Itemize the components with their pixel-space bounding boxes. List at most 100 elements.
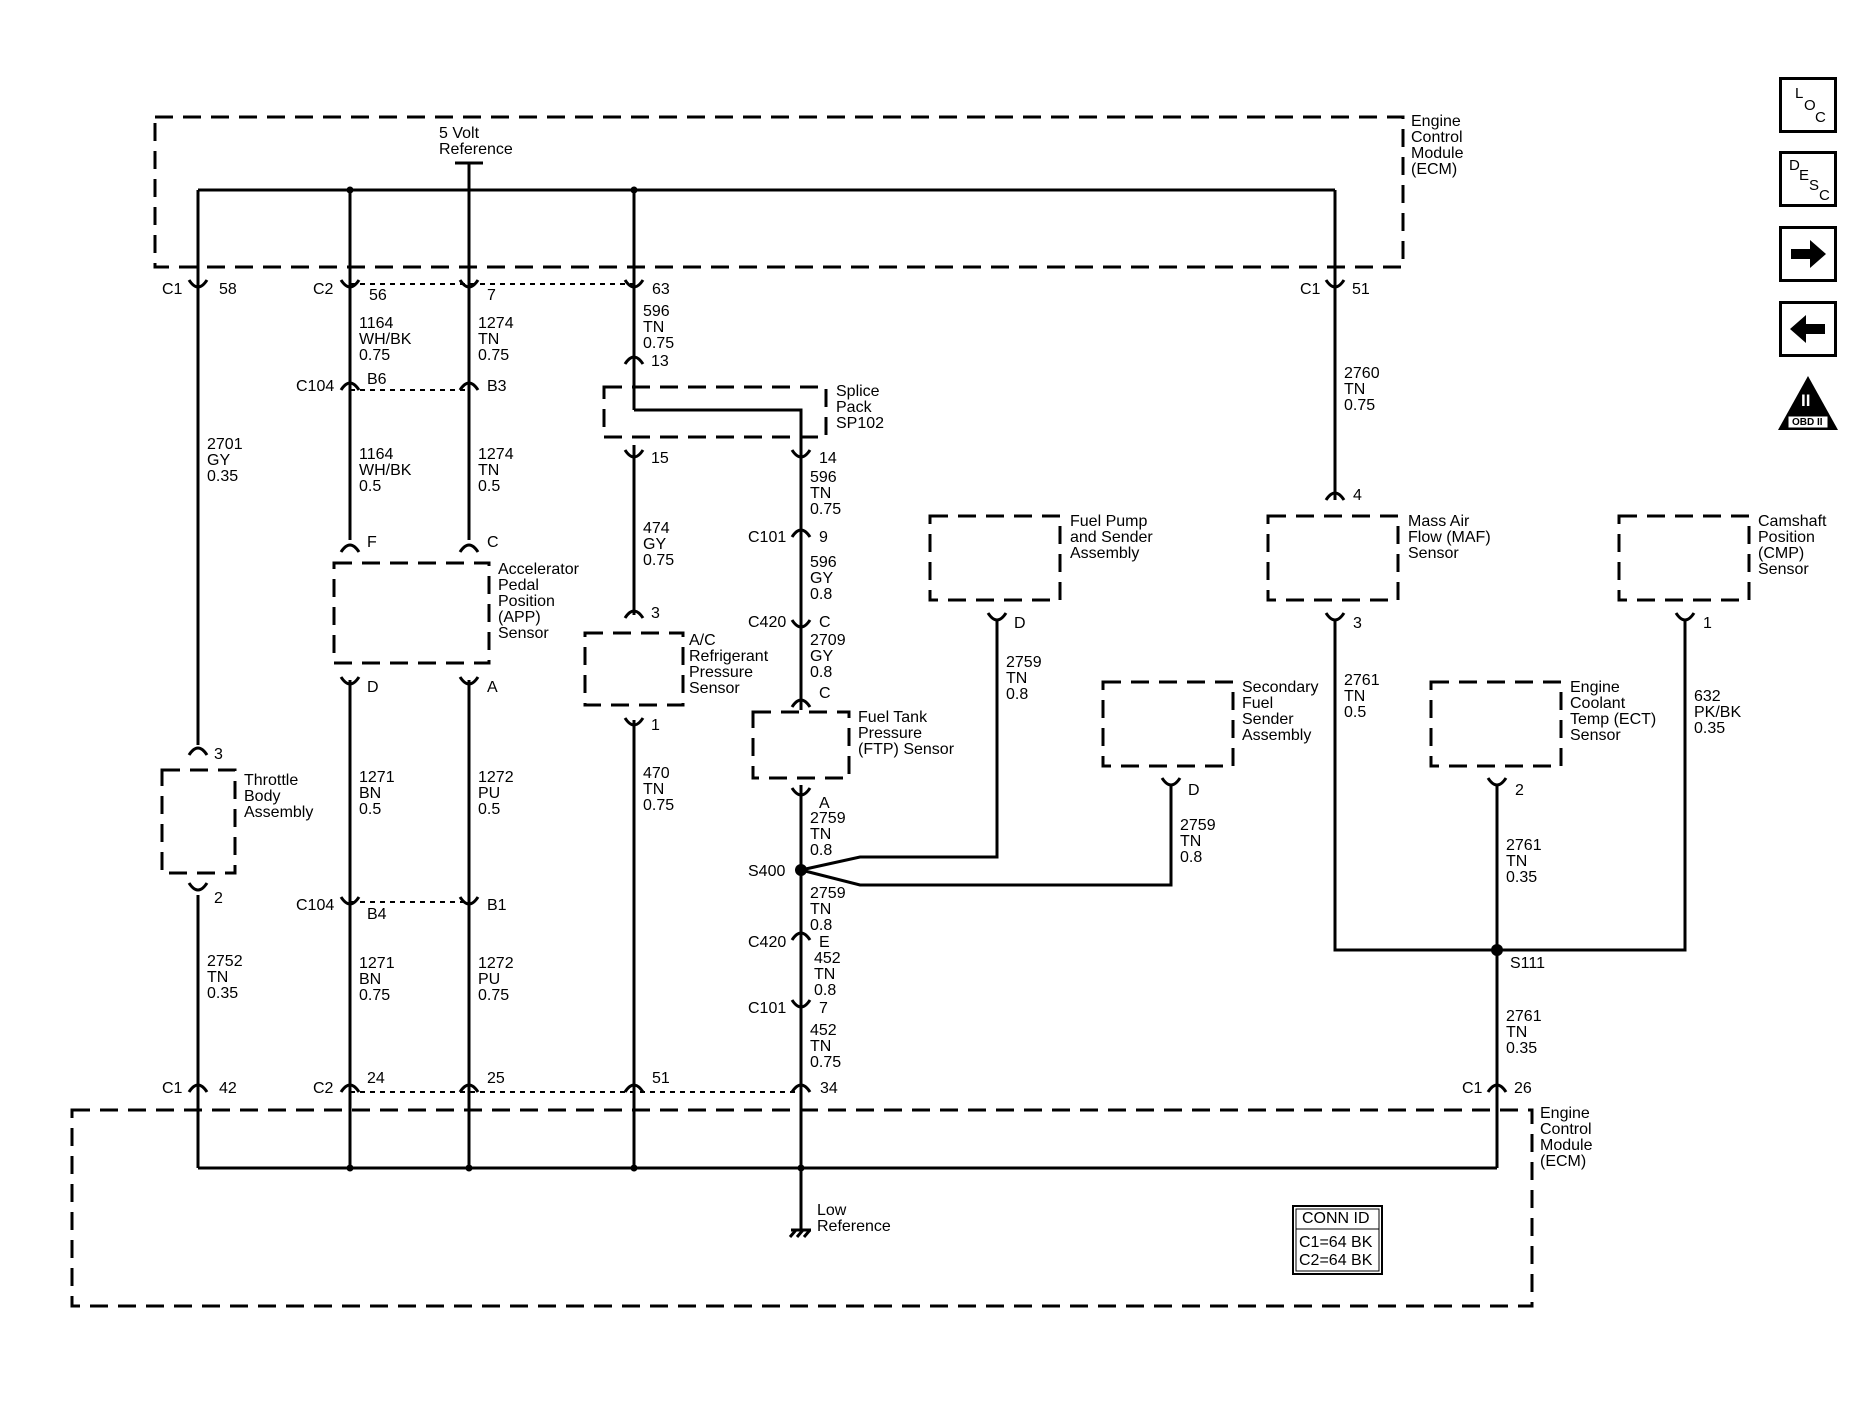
svg-text:1164: 1164 xyxy=(359,446,394,463)
svg-text:2752: 2752 xyxy=(207,953,243,970)
svg-text:Engine: Engine xyxy=(1570,679,1620,696)
svg-text:2761: 2761 xyxy=(1344,672,1380,689)
svg-text:9: 9 xyxy=(819,529,828,546)
wire-labels: 2701 GY 0.35 2752 TN 0.35 1164 WH/BK 0.7… xyxy=(207,303,1741,1071)
svg-text:Sender: Sender xyxy=(1242,711,1294,728)
svg-text:0.8: 0.8 xyxy=(810,586,832,603)
location-letter-l: L xyxy=(1795,85,1804,102)
svg-text:Module: Module xyxy=(1411,145,1464,162)
svg-text:14: 14 xyxy=(819,450,837,467)
svg-text:0.8: 0.8 xyxy=(810,664,832,681)
svg-text:1272: 1272 xyxy=(478,769,514,786)
svg-text:TN: TN xyxy=(810,901,831,918)
svg-text:TN: TN xyxy=(1006,670,1027,687)
svg-text:0.35: 0.35 xyxy=(1506,1040,1537,1057)
svg-text:B3: B3 xyxy=(487,378,507,395)
svg-text:Pack: Pack xyxy=(836,399,873,416)
svg-text:26: 26 xyxy=(1514,1080,1532,1097)
forward-arrow-icon xyxy=(1791,240,1826,268)
svg-text:B1: B1 xyxy=(487,897,507,914)
svg-text:15: 15 xyxy=(651,450,669,467)
svg-text:2701: 2701 xyxy=(207,436,243,453)
svg-text:TN: TN xyxy=(810,485,831,502)
svg-text:TN: TN xyxy=(1344,688,1365,705)
svg-text:Control: Control xyxy=(1411,129,1463,146)
svg-text:51: 51 xyxy=(652,1070,670,1087)
svg-text:51: 51 xyxy=(1352,281,1370,298)
svg-text:0.35: 0.35 xyxy=(1506,869,1537,886)
location-letter-o: O xyxy=(1804,97,1816,114)
svg-text:Assembly: Assembly xyxy=(244,804,313,821)
svg-text:Pedal: Pedal xyxy=(498,577,539,594)
svg-text:D: D xyxy=(1188,782,1200,799)
back-button[interactable] xyxy=(1779,301,1837,357)
svg-text:1271: 1271 xyxy=(359,955,395,972)
svg-text:Coolant: Coolant xyxy=(1570,695,1626,712)
svg-text:2761: 2761 xyxy=(1506,1008,1542,1025)
svg-text:(ECM): (ECM) xyxy=(1411,161,1457,178)
svg-text:BN: BN xyxy=(359,785,381,802)
svg-text:56: 56 xyxy=(369,287,387,304)
svg-text:Low: Low xyxy=(817,1202,847,1219)
svg-text:Fuel Pump: Fuel Pump xyxy=(1070,513,1147,530)
svg-text:5 Volt: 5 Volt xyxy=(439,125,480,142)
svg-text:0.75: 0.75 xyxy=(478,347,509,364)
svg-text:1274: 1274 xyxy=(478,315,514,332)
cmp-sensor-box xyxy=(1617,514,1751,602)
svg-text:58: 58 xyxy=(219,281,237,298)
maf-sensor-box xyxy=(1266,514,1400,602)
svg-text:2759: 2759 xyxy=(1180,817,1216,834)
bottom-pin-labels: C1 42 C2 24 25 51 34 C1 26 xyxy=(162,1070,1532,1097)
svg-text:TN: TN xyxy=(643,781,664,798)
ecm-bottom-label: Engine Control Module (ECM) xyxy=(1540,1105,1593,1170)
svg-text:0.75: 0.75 xyxy=(359,987,390,1004)
svg-text:BN: BN xyxy=(359,971,381,988)
svg-text:C1: C1 xyxy=(1462,1080,1483,1097)
svg-text:and Sender: and Sender xyxy=(1070,529,1153,546)
svg-text:0.8: 0.8 xyxy=(1180,849,1202,866)
svg-text:C420: C420 xyxy=(748,614,786,631)
svg-text:Control: Control xyxy=(1540,1121,1592,1138)
svg-text:0.8: 0.8 xyxy=(1006,686,1028,703)
svg-text:2759: 2759 xyxy=(1006,654,1042,671)
svg-text:C1: C1 xyxy=(1300,281,1321,298)
description-letter-c: C xyxy=(1819,187,1830,204)
svg-text:0.75: 0.75 xyxy=(478,987,509,1004)
svg-text:TN: TN xyxy=(207,969,228,986)
svg-text:D: D xyxy=(367,679,379,696)
connector-symbols xyxy=(187,279,1696,1093)
svg-text:Accelerator: Accelerator xyxy=(498,561,580,578)
svg-text:0.8: 0.8 xyxy=(810,917,832,934)
obd-ii-badge[interactable]: II OBD II xyxy=(1776,374,1840,432)
splice-pack-box xyxy=(602,385,828,439)
svg-text:42: 42 xyxy=(219,1080,237,1097)
svg-text:0.5: 0.5 xyxy=(359,801,381,818)
svg-text:7: 7 xyxy=(819,1000,828,1017)
svg-text:(ECM): (ECM) xyxy=(1540,1153,1586,1170)
forward-button[interactable] xyxy=(1779,226,1837,282)
svg-text:S111: S111 xyxy=(1510,955,1545,972)
svg-text:Assembly: Assembly xyxy=(1070,545,1139,562)
location-button[interactable]: L O C xyxy=(1779,77,1837,133)
svg-text:Secondary: Secondary xyxy=(1242,679,1319,696)
svg-text:TN: TN xyxy=(1506,1024,1527,1041)
svg-text:PU: PU xyxy=(478,971,500,988)
svg-text:0.5: 0.5 xyxy=(359,478,381,495)
svg-text:0.5: 0.5 xyxy=(1344,704,1366,721)
svg-text:63: 63 xyxy=(652,281,670,298)
svg-text:0.75: 0.75 xyxy=(810,501,841,518)
svg-text:2759: 2759 xyxy=(810,810,846,827)
svg-text:TN: TN xyxy=(643,319,664,336)
description-button[interactable]: D E S C xyxy=(1779,151,1837,207)
svg-text:Throttle: Throttle xyxy=(244,772,298,789)
svg-text:GY: GY xyxy=(207,452,230,469)
obd-ii-icon xyxy=(1778,376,1838,430)
svg-text:1272: 1272 xyxy=(478,955,514,972)
svg-text:0.5: 0.5 xyxy=(478,478,500,495)
svg-text:Sensor: Sensor xyxy=(498,625,549,642)
svg-text:TN: TN xyxy=(1506,853,1527,870)
svg-text:(FTP) Sensor: (FTP) Sensor xyxy=(858,741,955,758)
svg-text:WH/BK: WH/BK xyxy=(359,331,412,348)
svg-text:B4: B4 xyxy=(367,906,387,923)
svg-text:13: 13 xyxy=(651,353,669,370)
